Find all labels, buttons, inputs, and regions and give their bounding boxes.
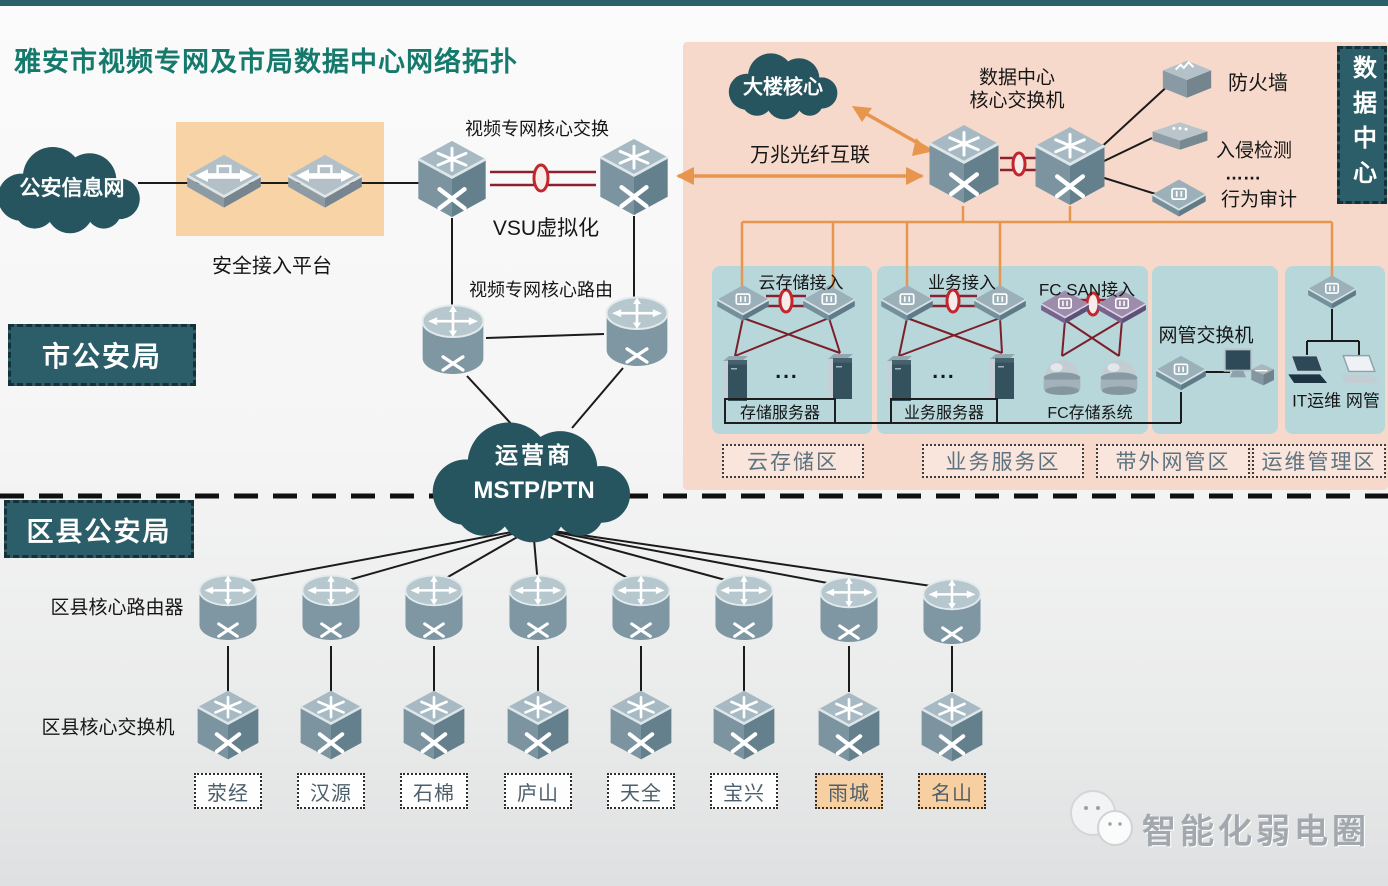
- county-name: 荥经: [207, 782, 249, 805]
- firewall-icon: [1161, 59, 1213, 99]
- business-access-switch-icon: [880, 284, 934, 322]
- ops-laptop-icon: [1287, 354, 1328, 384]
- dc-core-switch-label-line1: 数据中心: [978, 67, 1056, 89]
- page-title: 雅安市视频专网及市局数据中心网络拓扑: [14, 47, 518, 77]
- fc-storage-icon: [1100, 360, 1138, 395]
- behavior-audit-icon: [1151, 178, 1207, 218]
- county-switch-row-label: 区县核心交换机: [41, 717, 175, 739]
- zone-tag-text: 带外网管区: [1115, 451, 1231, 474]
- it-ops-label: IT运维 网管: [1292, 391, 1380, 411]
- zone-tag-oob-mgmt: 带外网管区: [1096, 444, 1250, 478]
- storage-server-icon: [723, 356, 748, 401]
- video-core-switch-icon: [418, 141, 485, 217]
- datacenter-tag: 数据中心: [1337, 46, 1387, 204]
- county-box-yingjing: 荥经: [194, 773, 262, 809]
- county-box-lushan: 庐山: [504, 773, 572, 809]
- carrier-cloud-label-line1: 运营商: [495, 442, 573, 468]
- municipal-bureau-label: 市公安局: [41, 341, 162, 372]
- county-router-row-label: 区县核心路由器: [50, 597, 184, 619]
- police-cloud-label: 公安信息网: [19, 177, 125, 200]
- county-box-yucheng: 雨城: [815, 773, 883, 809]
- county-router-icons: [197, 573, 983, 646]
- top-accent-bar: [0, 0, 1388, 6]
- video-core-router-label: 视频专网核心路由: [469, 280, 613, 300]
- business-access-label: 业务接入: [928, 273, 996, 293]
- dc-core-switch-icon: [930, 125, 999, 203]
- firewall-label: 防火墙: [1228, 72, 1288, 95]
- nms-switch-icon: [1155, 354, 1207, 392]
- vsu-label: VSU虚拟化: [492, 217, 600, 240]
- county-name: 宝兴: [723, 782, 765, 805]
- ids-label: 入侵检测: [1215, 140, 1293, 162]
- county-name: 名山: [931, 782, 973, 805]
- video-core-router-icon: [604, 295, 670, 368]
- county-name: 天全: [620, 782, 662, 805]
- wechat-logo-icon: [1070, 790, 1133, 846]
- secure-access-device-icon: [286, 153, 364, 209]
- zone-tag-text: 业务服务区: [945, 451, 1061, 474]
- storage-server-text: 存储服务器: [739, 405, 820, 422]
- fc-storage-icon: [1043, 360, 1081, 395]
- zone-tag-cloud-storage: 云存储区: [722, 444, 864, 478]
- video-core-switch-icon: [600, 139, 667, 215]
- county-box-tianquan: 天全: [607, 773, 675, 809]
- building-core-cloud-label: 大楼核心: [743, 76, 823, 99]
- carrier-cloud-label-line2: MSTP/PTN: [473, 477, 595, 504]
- county-box-mingshan: 名山: [918, 773, 986, 809]
- zone-tag-business: 业务服务区: [922, 444, 1084, 478]
- video-core-router-icon: [420, 303, 486, 376]
- secure-platform-label: 安全接入平台: [212, 255, 332, 278]
- zone-tag-ops-mgmt: 运维管理区: [1252, 444, 1386, 478]
- secure-access-device-icon: [185, 153, 262, 209]
- storage-server-icon: [828, 354, 853, 399]
- county-name: 庐山: [517, 782, 559, 805]
- ops-switch-icon: [1307, 274, 1357, 310]
- dc-core-switch-icon: [1036, 127, 1105, 205]
- ops-laptop-icon: [1339, 354, 1380, 384]
- business-server-text: 业务服务器: [903, 405, 984, 422]
- county-switch-icons: [195, 688, 985, 764]
- fiber-10g-label: 万兆光纤互联: [750, 144, 870, 167]
- dc-core-switch-label-line2: 核心交换机: [969, 90, 1065, 112]
- county-bureau-tag: 区县公安局: [4, 500, 194, 558]
- connection-lines-orange: [678, 106, 1334, 292]
- cloud-storage-access-label: 云存储接入: [758, 273, 844, 293]
- orange-arrowheads: [676, 106, 930, 185]
- intrusion-detection-icon: [1152, 122, 1208, 150]
- nms-switch-label: 网管交换机: [1158, 325, 1254, 347]
- county-box-baoxing: 宝兴: [710, 773, 778, 809]
- county-box-shimian: 石棉: [400, 773, 468, 809]
- county-name: 雨城: [828, 782, 870, 805]
- business-server-icon: [990, 354, 1015, 399]
- business-server-icon: [887, 356, 912, 401]
- business-server-label: 业务服务器: [890, 398, 998, 424]
- municipal-bureau-tag: 市公安局: [8, 324, 196, 386]
- fc-storage-label: FC存储系统: [1047, 405, 1133, 422]
- datacenter-label: 数据中心: [1348, 55, 1376, 195]
- video-core-switch-label: 视频专网核心交换: [465, 119, 609, 139]
- server-dots: ...: [775, 360, 799, 383]
- storage-server-label: 存储服务器: [724, 398, 836, 424]
- audit-label: 行为审计: [1220, 189, 1298, 211]
- fc-san-access-label: FC SAN接入: [1038, 280, 1136, 300]
- server-cross-links: [734, 317, 1123, 357]
- connection-lines-black: [138, 81, 1360, 692]
- ellipsis-label: ……: [1225, 163, 1261, 184]
- county-name: 汉源: [310, 782, 352, 805]
- oob-management-zone-panel: [1152, 266, 1278, 434]
- county-box-hanyuan: 汉源: [297, 773, 365, 809]
- county-bureau-label: 区县公安局: [26, 516, 172, 547]
- server-dots: ...: [932, 360, 956, 383]
- zone-tag-text: 云存储区: [747, 451, 839, 474]
- county-name: 石棉: [413, 782, 455, 805]
- watermark-text: 智能化弱电圈: [1142, 813, 1370, 851]
- nms-workstation-icon: [1223, 348, 1276, 387]
- zone-tag-text: 运维管理区: [1261, 451, 1377, 474]
